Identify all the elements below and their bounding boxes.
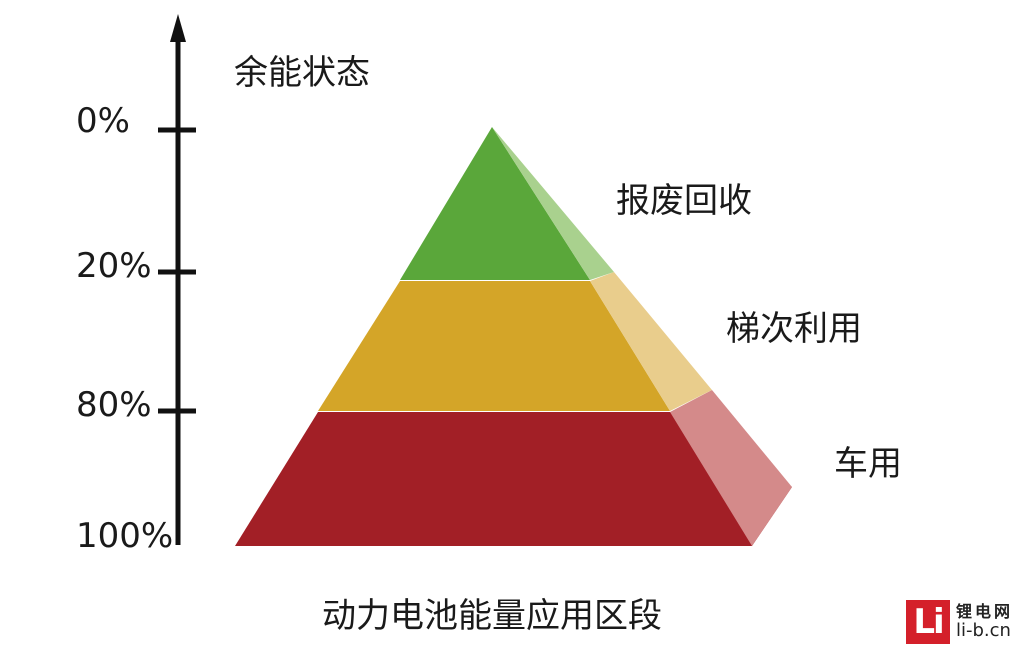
tier-top-front: [400, 127, 590, 280]
tier-label-middle: 梯次利用: [726, 309, 862, 349]
tick-label-3: 100%: [76, 516, 173, 556]
logo-url: li-b.cn: [956, 620, 1011, 641]
tick-label-0: 0%: [76, 101, 130, 141]
diagram-caption: 动力电池能量应用区段: [322, 596, 662, 636]
axis-arrow-icon: [170, 14, 186, 42]
tier-bottom-side: [670, 390, 792, 546]
tier-bottom-front: [235, 412, 792, 546]
tick-label-1: 20%: [76, 246, 152, 286]
tier-middle-front: [318, 281, 670, 411]
site-logo: Li 锂电网 li-b.cn: [906, 598, 1016, 646]
axis-title: 余能状态: [234, 53, 370, 93]
tier-top-side: [492, 127, 614, 280]
tier-label-top: 报废回收: [616, 181, 752, 221]
logo-mark: Li: [906, 600, 950, 644]
tick-label-2: 80%: [76, 385, 152, 425]
tier-middle-side: [590, 272, 712, 411]
logo-name: 锂电网: [956, 602, 1014, 621]
tier-label-bottom: 车用: [834, 444, 902, 484]
